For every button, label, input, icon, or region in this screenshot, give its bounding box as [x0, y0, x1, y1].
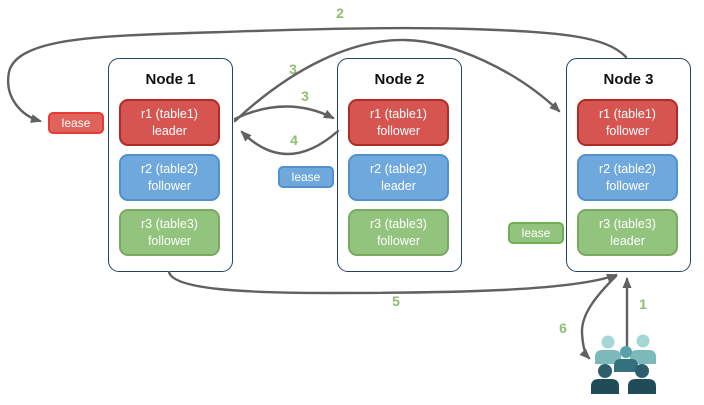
node-2-range-r1: r1 (table1) follower: [348, 99, 449, 146]
node-3-title: Node 3: [603, 71, 654, 88]
range-role: leader: [381, 178, 416, 193]
range-role: follower: [605, 123, 650, 138]
range-role: follower: [376, 233, 421, 248]
node-3-range-r3: r3 (table3) leader: [577, 209, 678, 256]
node-1-range-r2: r2 (table2) follower: [119, 154, 220, 201]
range-name: r3 (table3): [599, 217, 656, 232]
range-name: r2 (table2): [370, 162, 427, 177]
range-role: follower: [147, 178, 192, 193]
node-3-range-r2: r2 (table2) follower: [577, 154, 678, 201]
step-label-6: 6: [559, 320, 567, 336]
lease-badge-r1: lease: [48, 112, 104, 134]
step-label-2: 2: [336, 5, 344, 21]
step-label-4: 4: [290, 132, 298, 148]
range-role: leader: [152, 123, 187, 138]
range-name: r1 (table1): [370, 107, 427, 122]
users-group-icon: [591, 334, 656, 394]
range-name: r1 (table1): [141, 107, 198, 122]
arrow-step-3-to-node2: [233, 105, 335, 121]
range-role: follower: [605, 178, 650, 193]
range-name: r2 (table2): [141, 162, 198, 177]
range-role: follower: [376, 123, 421, 138]
arrow-step-6: [579, 274, 618, 360]
arrow-step-2: [6, 26, 628, 123]
node-1-range-r3: r3 (table3) follower: [119, 209, 220, 256]
lease-badge-r2: lease: [278, 166, 334, 188]
step-label-1: 1: [639, 296, 647, 312]
arrow-step-5: [167, 270, 618, 295]
step-label-3a: 3: [289, 61, 297, 77]
range-name: r2 (table2): [599, 162, 656, 177]
range-role: follower: [147, 233, 192, 248]
node-1: Node 1 r1 (table1) leader r2 (table2) fo…: [108, 58, 233, 272]
range-name: r3 (table3): [141, 217, 198, 232]
step-label-5: 5: [392, 293, 400, 309]
node-2-title: Node 2: [374, 71, 425, 88]
step-label-3b: 3: [301, 88, 309, 104]
node-3: Node 3 r1 (table1) follower r2 (table2) …: [566, 58, 691, 272]
node-1-range-r1: r1 (table1) leader: [119, 99, 220, 146]
node-3-range-r1: r1 (table1) follower: [577, 99, 678, 146]
node-2: Node 2 r1 (table1) follower r2 (table2) …: [337, 58, 462, 272]
node-1-title: Node 1: [145, 71, 196, 88]
node-2-range-r2: r2 (table2) leader: [348, 154, 449, 201]
range-name: r3 (table3): [370, 217, 427, 232]
range-name: r1 (table1): [599, 107, 656, 122]
node-2-range-r3: r3 (table3) follower: [348, 209, 449, 256]
range-role: leader: [610, 233, 645, 248]
lease-badge-r3: lease: [508, 222, 564, 244]
